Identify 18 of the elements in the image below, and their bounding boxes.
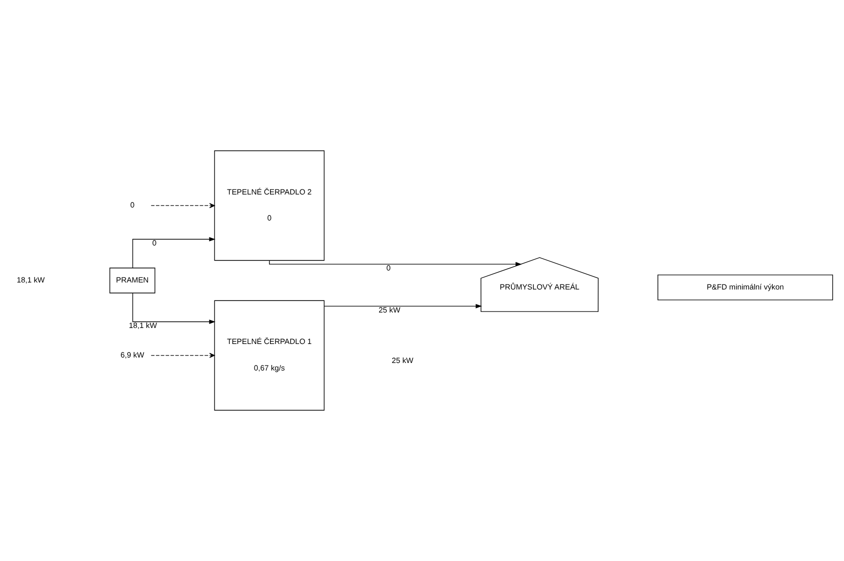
arrow (132, 292, 216, 324)
arrow (324, 304, 482, 308)
label: 18,1 kW (16, 275, 45, 284)
edge-label: 18,1 kW (128, 320, 157, 330)
edge-label: 0 (386, 263, 391, 272)
arrow (132, 237, 216, 268)
arrow (150, 203, 215, 208)
label: 25 kW (392, 356, 414, 365)
arrow (150, 352, 215, 358)
node-text: 0 (130, 200, 134, 210)
arrow (269, 260, 522, 266)
node-box: PRAMEN (109, 268, 156, 294)
node-box: TEPELNÉ ČERPADLO 2 0 (214, 150, 325, 261)
edge-label: 0 (152, 238, 156, 248)
node-box: P&FD minimální výkon (658, 274, 834, 300)
node-text: 6,9 kW (120, 350, 144, 360)
node-box: TEPELNÉ ČERPADLO 1 0,67 kg/s (214, 300, 325, 411)
edge-label: 25 kW (378, 305, 400, 314)
